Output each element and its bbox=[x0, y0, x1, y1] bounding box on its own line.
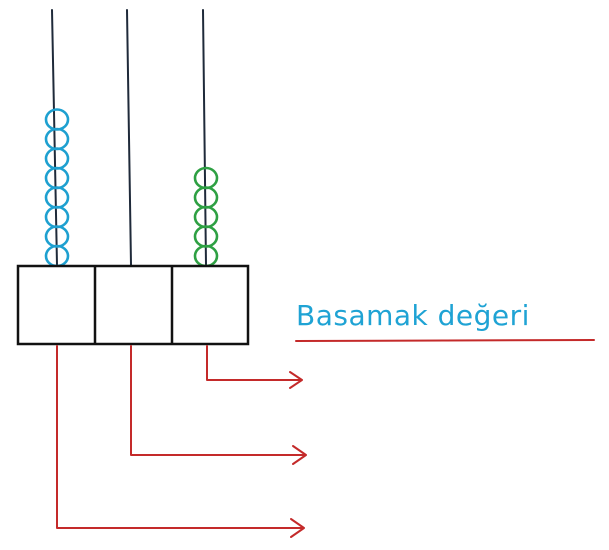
arrow-right-icon bbox=[289, 371, 303, 389]
rod-tens bbox=[126, 9, 132, 266]
arrow-ones bbox=[206, 345, 303, 389]
place-value-box-frame bbox=[16, 264, 250, 346]
bead bbox=[44, 147, 70, 170]
rod-hundreds bbox=[51, 9, 58, 266]
place-value-label: Basamak değeri bbox=[296, 299, 530, 332]
bead bbox=[44, 186, 70, 209]
arrow-right-icon bbox=[292, 445, 307, 465]
arrow-hundreds-line bbox=[56, 345, 303, 529]
bead bbox=[193, 166, 219, 190]
arrow-hundreds bbox=[56, 345, 305, 538]
bead bbox=[44, 127, 70, 151]
label-underline bbox=[295, 339, 595, 342]
bead bbox=[44, 166, 70, 190]
bead bbox=[44, 108, 70, 131]
bead-stack-hundreds bbox=[44, 108, 70, 268]
arrow-right-icon bbox=[290, 518, 305, 538]
arrow-tens bbox=[130, 345, 307, 465]
arrow-tens-line bbox=[130, 345, 305, 456]
rod-ones bbox=[202, 9, 207, 266]
arrow-ones-line bbox=[206, 345, 301, 381]
